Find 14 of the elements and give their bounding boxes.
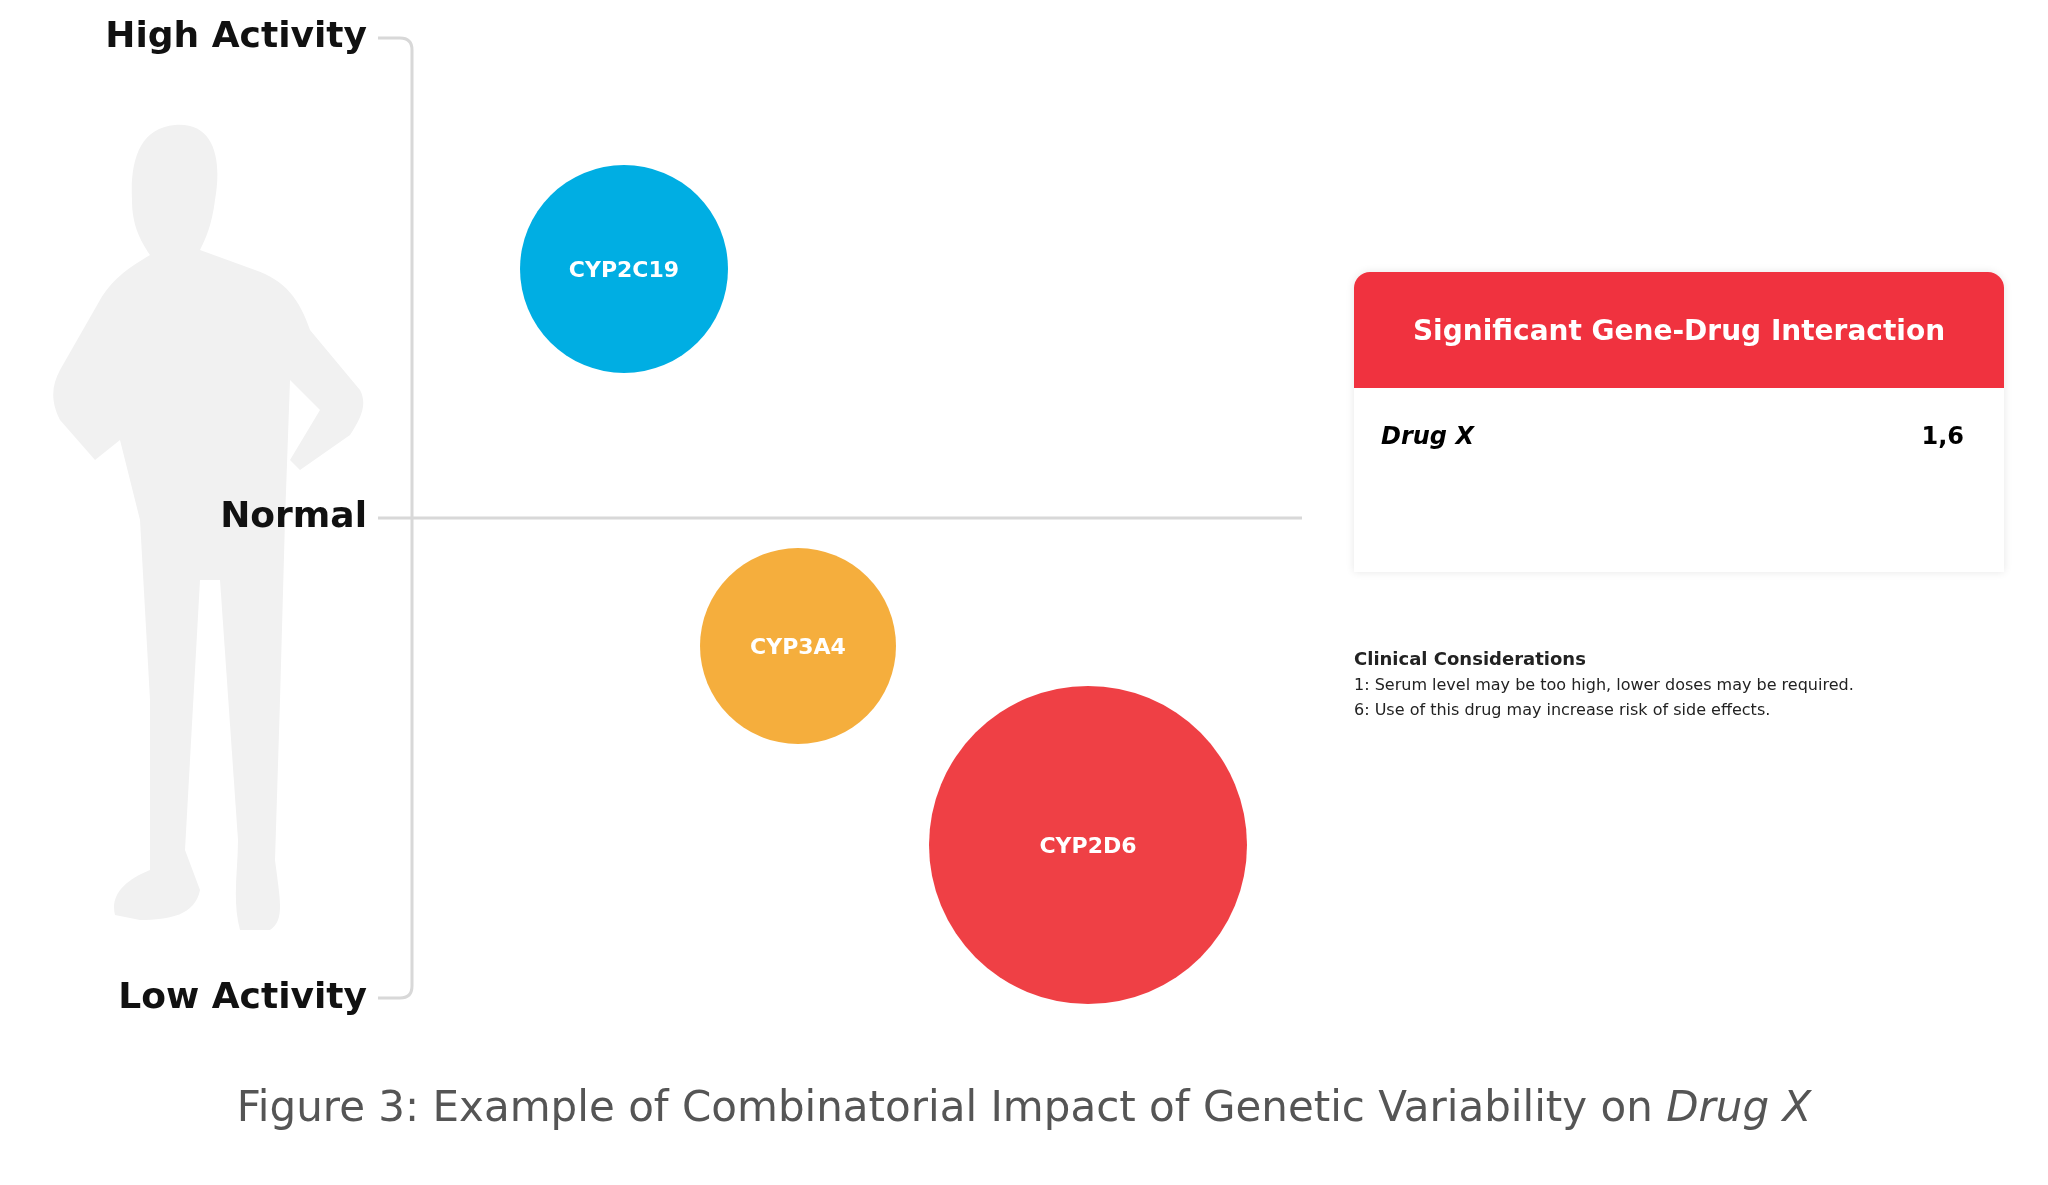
card-header: Significant Gene-Drug Interaction	[1354, 272, 2004, 388]
axis-label: Low Activity	[118, 975, 367, 1016]
gene-name: CYP2C19	[568, 256, 680, 282]
axis-label: High Activity	[105, 14, 367, 55]
interaction-card	[1354, 272, 2004, 572]
axis-label: Normal	[220, 494, 367, 535]
drug-name: Drug X	[1381, 422, 1474, 450]
note-text: 6: Use of this drug may increase risk of side effects.	[1354, 700, 1771, 719]
gene-name: CYP2D6	[1039, 832, 1137, 858]
gene-name: CYP3A4	[750, 633, 846, 659]
notes-heading: Clinical Considerations	[1354, 648, 1586, 669]
caption-text: Figure 3: Example of Combinatorial Impact of Genetic Variability on Drug X	[236, 1082, 1812, 1131]
note-text: 1: Serum level may be too high, lower doses may be required.	[1354, 675, 1854, 694]
consideration-numbers: 1,6	[1921, 422, 1964, 450]
